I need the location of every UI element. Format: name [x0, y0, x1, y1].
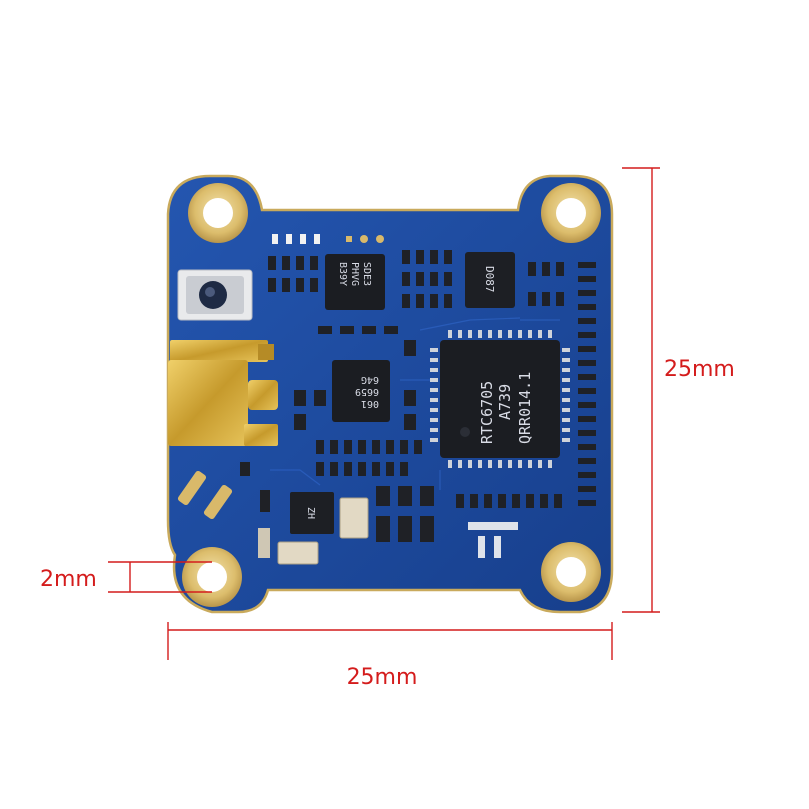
chip-bottom-left-label: ZH — [305, 507, 316, 519]
chip-mid-line-1: 061 — [361, 398, 379, 409]
mounting-hole-bottom-left — [182, 547, 242, 607]
mounting-hole-bottom-right — [541, 542, 601, 602]
chip-top-line-2: PHVG — [349, 262, 360, 286]
chip-top-right: D087 — [465, 252, 515, 308]
dimension-hole — [108, 561, 212, 593]
chip-top-line-3: B39Y — [337, 262, 348, 286]
vtx-board: RTC6705 A739 QRR014.1 SDE3 PHVG B39Y — [166, 174, 614, 614]
width-label: 25mm — [347, 665, 418, 690]
chip-main-line-3: QRR014.1 — [516, 372, 534, 444]
chip-main-pins — [430, 330, 570, 468]
chip-main-line-1: RTC6705 — [478, 381, 496, 444]
chip-rtc6705: RTC6705 A739 QRR014.1 — [440, 340, 560, 458]
chip-top-line-1: SDE3 — [361, 262, 372, 286]
chip-mid-small: 061 6659 64G — [332, 360, 390, 422]
dimension-width — [167, 622, 613, 660]
height-label: 25mm — [664, 357, 735, 382]
mounting-hole-top-right — [541, 183, 601, 243]
chip-top-small: SDE3 PHVG B39Y — [325, 254, 385, 310]
chip-mid-line-3: 64G — [361, 374, 379, 385]
pcb-traces — [270, 317, 560, 490]
smd-components — [240, 250, 564, 542]
chip-top-right-label: D087 — [483, 266, 496, 293]
dimension-height — [622, 167, 660, 613]
push-button — [177, 269, 253, 321]
chip-main-line-2: A739 — [496, 384, 514, 420]
chip-mid-line-2: 6659 — [355, 386, 379, 397]
solder-pads — [177, 470, 518, 558]
component-column-right — [578, 262, 596, 506]
antenna-connector — [168, 340, 278, 446]
capacitors — [258, 497, 369, 565]
top-pads — [272, 234, 384, 244]
mounting-hole-top-left — [188, 183, 248, 243]
hole-label: 2mm — [40, 567, 97, 592]
chip-bottom-left: ZH — [290, 492, 334, 534]
